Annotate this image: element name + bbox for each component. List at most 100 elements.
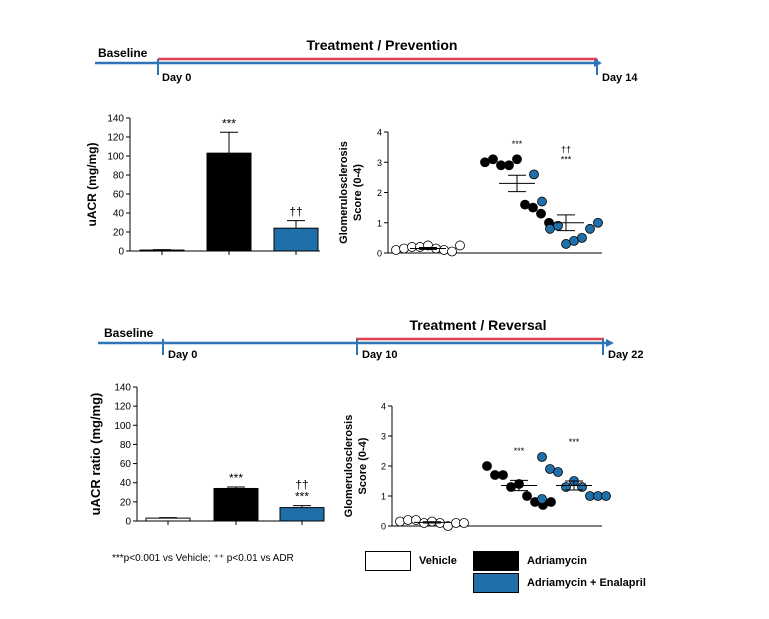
y-tick-label: 2 bbox=[381, 462, 386, 472]
data-point bbox=[455, 240, 465, 251]
y-axis-label: Glomerulosclerosis bbox=[343, 415, 355, 518]
legend-vehicle: Vehicle bbox=[365, 551, 457, 571]
data-point bbox=[561, 482, 571, 492]
legend-label-adriamycin: Adriamycin bbox=[527, 555, 587, 567]
data-point bbox=[522, 491, 532, 501]
day22-label: Day 22 bbox=[608, 349, 643, 361]
significance-label: *** bbox=[514, 446, 525, 456]
data-point bbox=[585, 223, 595, 234]
data-point bbox=[415, 242, 425, 252]
data-point bbox=[577, 482, 587, 492]
data-point bbox=[529, 169, 539, 180]
significance-label: †† bbox=[561, 144, 571, 154]
y-tick-label: 0 bbox=[381, 522, 386, 532]
y-tick-label: 60 bbox=[113, 190, 125, 201]
legend-swatch-adriamycin-enalapril bbox=[473, 573, 519, 593]
data-point bbox=[546, 497, 556, 507]
legend-swatch-vehicle bbox=[365, 551, 411, 571]
data-point bbox=[482, 461, 492, 471]
baseline-label: Baseline bbox=[104, 326, 154, 340]
significance-label: †† bbox=[289, 205, 302, 219]
chart-uacr-reversal: 0 20 40 60 80 100 120 140 uACR ratio (mg/mg) *** *… bbox=[88, 383, 325, 528]
y-tick-label: 140 bbox=[107, 114, 124, 125]
y-tick-label: 3 bbox=[377, 158, 382, 168]
day0-label: Day 0 bbox=[168, 349, 197, 361]
data-point bbox=[537, 494, 547, 504]
data-point bbox=[512, 154, 522, 165]
y-tick-label: 4 bbox=[381, 402, 386, 412]
day0-label: Day 0 bbox=[162, 72, 191, 84]
data-point bbox=[593, 217, 603, 228]
chart-uacr-prevention: 0 20 40 60 80 100 120 140 uACR (mg/mg) *** †† bbox=[85, 114, 320, 258]
significance-label: *** bbox=[569, 437, 580, 447]
bar bbox=[139, 249, 185, 252]
y-tick-label: 120 bbox=[107, 133, 124, 144]
bar bbox=[206, 152, 252, 252]
y-tick-label: 40 bbox=[113, 209, 125, 220]
significance-label: †† bbox=[295, 478, 308, 492]
significance-label: *** bbox=[229, 471, 243, 485]
footnote: ***p<0.001 vs Vehicle; ⁺⁺ p<0.01 vs ADR bbox=[112, 553, 294, 564]
data-point bbox=[537, 452, 547, 462]
y-tick-label: 2 bbox=[377, 188, 382, 198]
significance-label: *** bbox=[222, 116, 236, 130]
day10-label: Day 10 bbox=[362, 349, 397, 361]
y-tick-label: 20 bbox=[120, 497, 132, 508]
y-axis-label: Glomerulosclerosis bbox=[338, 141, 350, 244]
y-tick-label: 100 bbox=[107, 152, 124, 163]
data-point bbox=[577, 232, 587, 243]
y-tick-label: 0 bbox=[118, 247, 124, 258]
data-point bbox=[601, 491, 611, 501]
legend-label-adriamycin-enalapril: Adriamycin + Enalapril bbox=[527, 577, 646, 589]
y-axis-label: uACR (mg/mg) bbox=[85, 143, 99, 227]
bar bbox=[213, 487, 259, 522]
data-point bbox=[447, 246, 457, 257]
bar bbox=[273, 227, 319, 252]
y-tick-label: 60 bbox=[120, 459, 132, 470]
treatment-label: Treatment / Reversal bbox=[410, 317, 547, 333]
data-point bbox=[459, 518, 469, 528]
significance-label: *** bbox=[295, 490, 309, 504]
y-tick-label: 1 bbox=[377, 218, 382, 228]
y-tick-label: 80 bbox=[120, 440, 132, 451]
y-axis-label: uACR ratio (mg/mg) bbox=[88, 393, 103, 516]
bar bbox=[145, 517, 191, 522]
data-point bbox=[536, 208, 546, 219]
y-tick-label: 20 bbox=[113, 228, 125, 239]
legend-label-vehicle: Vehicle bbox=[419, 555, 457, 567]
y-tick-label: 40 bbox=[120, 478, 132, 489]
data-point bbox=[488, 154, 498, 165]
day14-label: Day 14 bbox=[602, 72, 638, 84]
legend-adriamycin-enalapril: Adriamycin + Enalapril bbox=[473, 573, 646, 593]
legend-swatch-adriamycin bbox=[473, 551, 519, 571]
y-axis-label: Score (0-4) bbox=[357, 437, 369, 494]
baseline-label: Baseline bbox=[98, 46, 148, 60]
bar bbox=[279, 507, 325, 522]
data-point bbox=[537, 196, 547, 207]
significance-label: *** bbox=[561, 154, 572, 164]
data-point bbox=[498, 470, 508, 480]
y-tick-label: 0 bbox=[125, 517, 131, 528]
significance-label: *** bbox=[512, 139, 523, 149]
data-point bbox=[553, 467, 563, 477]
data-point bbox=[399, 243, 409, 254]
y-axis-label: Score (0-4) bbox=[352, 164, 364, 221]
y-tick-label: 3 bbox=[381, 432, 386, 442]
timeline-prevention: Baseline Treatment / Prevention Day 0 Da… bbox=[95, 37, 638, 84]
y-tick-label: 1 bbox=[381, 492, 386, 502]
y-tick-label: 4 bbox=[377, 128, 382, 138]
data-point bbox=[439, 245, 449, 255]
data-point bbox=[391, 245, 401, 255]
y-tick-label: 80 bbox=[113, 171, 125, 182]
timeline-reversal: Baseline Treatment / Reversal Day 0 Day … bbox=[98, 317, 643, 361]
treatment-label: Treatment / Prevention bbox=[307, 37, 458, 53]
y-tick-label: 100 bbox=[114, 421, 131, 432]
data-point bbox=[504, 160, 514, 171]
y-tick-label: 120 bbox=[114, 402, 131, 413]
legend-adriamycin: Adriamycin bbox=[473, 551, 587, 571]
data-point bbox=[395, 516, 405, 527]
y-tick-label: 140 bbox=[114, 383, 131, 394]
